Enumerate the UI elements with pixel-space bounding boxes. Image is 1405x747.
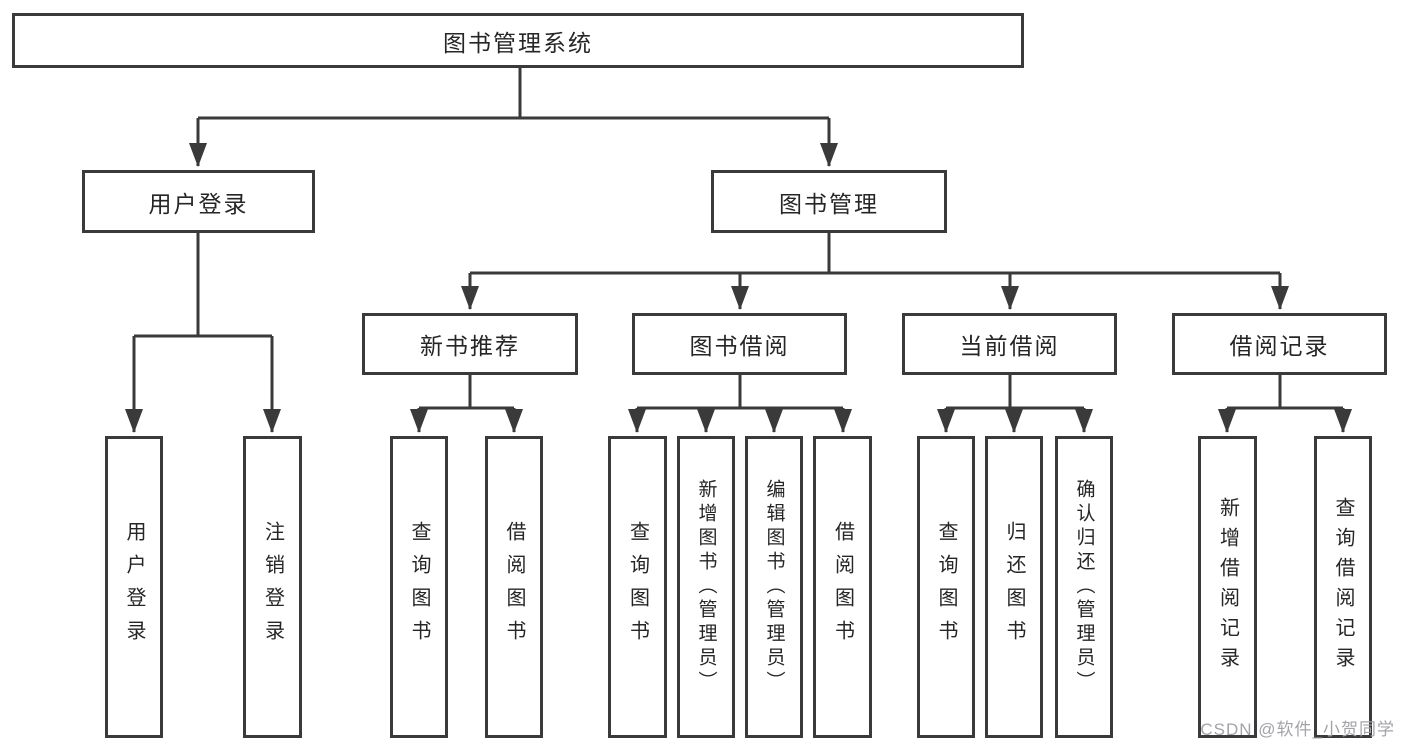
node-new-book-recommend: 新书推荐 (362, 313, 578, 375)
leaf-query-borrow-record: 查询借阅记录 (1314, 436, 1372, 738)
leaf-edit-books-admin: 编辑图书（管理员） (745, 436, 803, 738)
leaf-add-borrow-record: 新增借阅记录 (1198, 436, 1257, 738)
node-borrowing-records: 借阅记录 (1172, 313, 1387, 375)
node-user-login: 用户登录 (82, 170, 315, 233)
node-book-management: 图书管理 (711, 170, 947, 233)
leaf-logout: 注销登录 (243, 436, 302, 738)
node-current-borrowing-label: 当前借阅 (959, 333, 1060, 359)
leaf-query-books-recommend: 查询图书 (390, 436, 448, 738)
leaf-add-books-admin: 新增图书（管理员） (677, 436, 735, 738)
leaf-return-books: 归还图书 (985, 436, 1043, 738)
node-book-borrowing-label: 图书借阅 (689, 333, 790, 359)
node-new-book-recommend-label: 新书推荐 (420, 333, 520, 359)
leaf-confirm-return-admin: 确认归还（管理员） (1055, 436, 1113, 738)
node-book-borrowing: 图书借阅 (632, 313, 847, 375)
leaf-query-books-borrowing: 查询图书 (608, 436, 667, 738)
watermark: CSDN @软件_小贺同学 (1200, 720, 1395, 739)
leaf-user-login: 用户登录 (105, 436, 163, 738)
leaf-query-books-current: 查询图书 (917, 436, 975, 738)
node-book-management-label: 图书管理 (779, 190, 879, 217)
node-root: 图书管理系统 (12, 13, 1024, 68)
node-current-borrowing: 当前借阅 (902, 313, 1117, 375)
leaf-borrow-books: 借阅图书 (813, 436, 872, 738)
node-user-login-label: 用户登录 (148, 190, 249, 217)
node-root-label: 图书管理系统 (443, 29, 593, 56)
node-borrowing-records-label: 借阅记录 (1229, 333, 1330, 359)
leaf-borrow-books-recommend: 借阅图书 (485, 436, 543, 738)
